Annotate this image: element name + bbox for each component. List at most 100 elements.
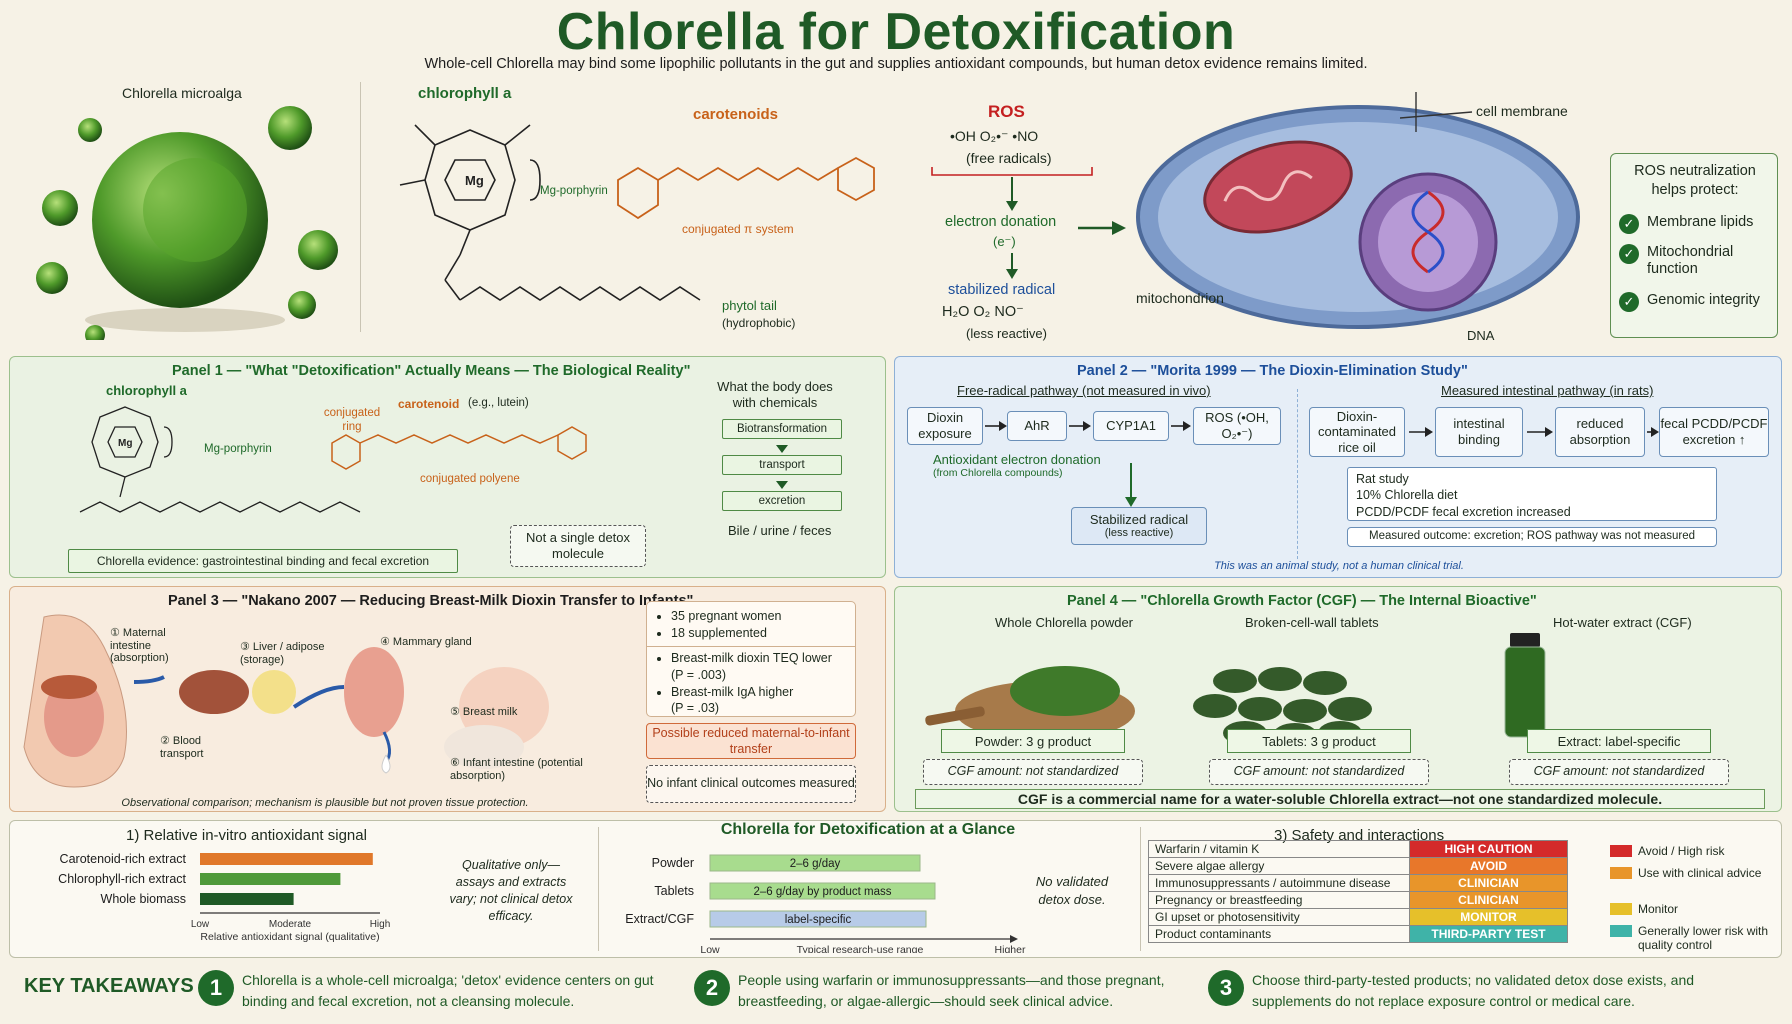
dose-category-label: Tablets [654,884,694,898]
form-powder-dose: Powder: 3 g product [941,729,1125,753]
electron-symbol: (e⁻) [993,234,1016,249]
electron-donation-label: electron donation [945,214,1057,230]
protect-list: ✓Membrane lipids ✓Mitochondrial function… [1619,214,1769,332]
nakano-card: 35 pregnant women 18 supplemented Breast… [646,601,856,717]
antiox-xlabel: Relative antioxidant signal (qualitative… [200,931,379,943]
protect-item: ✓Genomic integrity [1619,292,1769,332]
safety-condition: Product contaminants [1148,925,1410,943]
p2-left-heading: Free-radical pathway (not measured in vi… [957,383,1211,398]
panel-3-title: Panel 3 — "Nakano 2007 — Reducing Breast… [168,593,694,609]
p2-outcome: Measured outcome: excretion; ROS pathway… [1347,527,1717,547]
dose-bar-label: 2–6 g/day by product mass [753,886,891,898]
dose-bar-label: 2–6 g/day [790,858,841,870]
dose-bar [709,854,921,872]
safety-condition: GI upset or photosensitivity [1148,908,1410,926]
form-tablets-dose: Tablets: 3 g product [1227,729,1411,753]
study-points: Rat study 10% Chlorella diet PCDD/PCDF f… [1347,467,1717,521]
form-extract-dose: Extract: label-specific [1527,729,1711,753]
flow-ahr: AhR [1007,411,1067,441]
p1-chlorophyll-structure: Mg [79,406,361,513]
phytol-note: (hydrophobic) [722,316,796,330]
form-extract-cgf: CGF amount: not standardized [1509,759,1729,785]
form-extract-name: Hot-water extract (CGF) [1553,615,1692,630]
transfer-step-5: ⑤ Breast milk [450,706,518,718]
safety-status: CLINICIAN [1409,874,1568,892]
flow-dioxin-exposure: Dioxin exposure [907,407,983,445]
p1-carotenoid-structure [331,426,587,470]
dose-bar-label: label-specific [785,914,852,926]
dose-xlabel: Typical research-use range [797,944,924,953]
panel-2: Panel 2 — "Morita 1999 — The Dioxin-Elim… [894,356,1782,578]
antiox-bar [200,893,294,905]
check-icon: ✓ [1619,292,1639,312]
ros-arrows [931,167,1093,279]
dose-bar [709,910,927,928]
panel-4: Panel 4 — "Chlorella Growth Factor (CGF)… [894,586,1782,812]
dose-category-label: Powder [652,856,694,870]
phytol-tail-label: phytol tail [722,298,777,313]
safety-condition: Pregnancy or breastfeeding [1148,891,1410,909]
flow-fecal-excretion: fecal PCDD/PCDF excretion ↑ [1659,407,1769,457]
transfer-step-4: ④ Mammary gland [380,636,472,648]
takeaways-heading: KEY TAKEAWAYS [24,975,194,997]
p1-conjugated-ring: conjugated ring [323,407,381,433]
p1-carotenoid-label: carotenoid [398,397,460,411]
number-1-icon: 1 [198,970,234,1006]
step-arrows [776,445,788,489]
protect-box: ROS neutralization helps protect: ✓Membr… [1610,153,1778,338]
page-subtitle: Whole-cell Chlorella may bind some lipop… [424,56,1368,72]
protect-item: ✓Mitochondrial function [1619,244,1769,292]
panel-4-title: Panel 4 — "Chlorella Growth Factor (CGF)… [1067,593,1537,609]
flow-intestinal-binding: intestinal binding [1435,407,1523,457]
stabilized-radical-label: stabilized radical [948,282,1056,298]
legend-swatch [1610,903,1632,915]
safety-status: THIRD-PARTY TEST [1409,925,1568,943]
membrane-pointer [1400,111,1473,119]
safety-status: CLINICIAN [1409,891,1568,909]
p1-mg-porphyrin: Mg-porphyrin [204,443,272,455]
safety-title: 3) Safety and interactions [1274,827,1445,844]
legend-monitor: Monitor [1610,902,1768,916]
legend-swatch [1610,845,1632,857]
panel-3: Panel 3 — "Nakano 2007 — Reducing Breast… [9,586,886,812]
flow-rice-oil: Dioxin-contaminated rice oil [1309,407,1405,457]
antiox-tick-label: Moderate [269,919,312,930]
mitochondrion-label: mitochondrion [1136,290,1224,306]
panel-2-title: Panel 2 — "Morita 1999 — The Dioxin-Elim… [1077,363,1468,379]
form-powder-name: Whole Chlorella powder [995,615,1134,630]
routes-label: Bile / urine / feces [728,523,832,538]
p2-note: This was an animal study, not a human cl… [1214,560,1464,572]
cell-illustration [1136,92,1580,329]
breastmilk-transfer-illustration [23,614,549,788]
form-tablets-name: Broken-cell-wall tablets [1245,615,1379,630]
transfer-step-2: ② Blood transport [160,735,204,760]
svg-text:Mg: Mg [118,438,132,449]
transfer-step-1: ① Maternal intestine (absorption) [110,627,169,665]
dose-axis-arrow [1010,935,1018,943]
arrow-to-cell [1078,221,1126,235]
ros-label: ROS [988,102,1025,121]
free-radicals-label: (free radicals) [966,150,1052,166]
bar-category-label: Chlorophyll-rich extract [58,872,186,886]
antiox-chart: Carotenoid-rich extractChlorophyll-rich … [58,852,390,943]
no-infant-box: No infant clinical outcomes measured [646,765,856,803]
p2-right-heading: Measured intestinal pathway (in rats) [1441,383,1654,398]
number-2-icon: 2 [694,970,730,1006]
carotenoid-structure [617,156,875,220]
antiox-tick-label: Low [191,919,210,930]
transfer-step-3: ③ Liver / adipose (storage) [240,641,325,666]
dna-label: DNA [1467,328,1495,343]
p1-evidence: Chlorella evidence: gastrointestinal bin… [68,549,458,573]
microalga-label: Chlorella microalga [122,85,242,101]
body-title: What the body does with chemicals [717,379,833,410]
safety-condition: Immunosuppressants / autoimmune disease [1148,874,1410,892]
check-icon: ✓ [1619,244,1639,264]
safety-status: AVOID [1409,857,1568,875]
legend-swatch [1610,867,1632,879]
antiox-bar [200,853,373,865]
